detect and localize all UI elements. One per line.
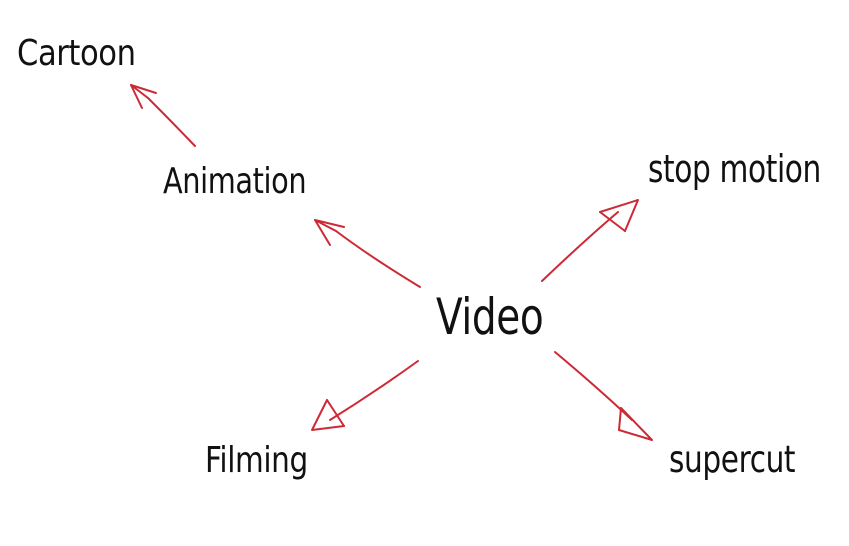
node-cartoon: Cartoon [17, 33, 136, 74]
node-video: Video [436, 288, 544, 346]
node-animation: Animation [163, 161, 307, 202]
arrow-video-to-supercut [554, 351, 653, 441]
node-stop-motion: stop motion [648, 147, 821, 191]
arrow-animation-to-cartoon [130, 84, 196, 147]
arrow-video-to-filming [311, 360, 419, 431]
arrow-video-to-animation [314, 219, 421, 288]
node-supercut: supercut [669, 438, 796, 481]
node-filming: Filming [205, 440, 308, 481]
arrow-video-to-stop-motion [541, 199, 639, 282]
